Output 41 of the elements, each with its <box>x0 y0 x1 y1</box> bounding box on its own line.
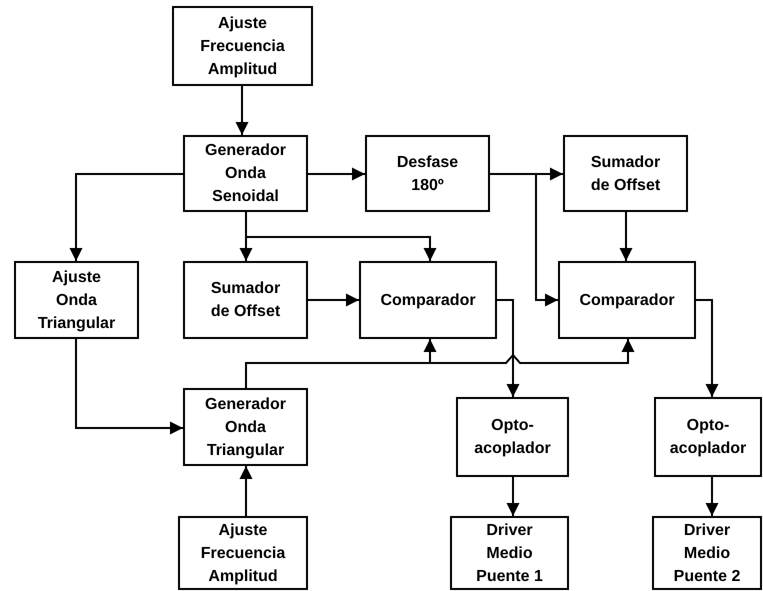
arrow <box>240 466 252 516</box>
process-box <box>654 397 762 477</box>
box-label: Comparador <box>379 290 477 310</box>
arrow <box>308 168 365 180</box>
arrow <box>696 299 718 397</box>
box-label: Ajuste Frecuencia Amplitud <box>199 14 286 80</box>
process-box <box>14 261 139 339</box>
box-label: Ajuste Frecuencia Amplitud <box>200 520 286 586</box>
arrow <box>620 212 632 261</box>
box-label: Generador Onda Senoidal <box>204 141 287 207</box>
process-box <box>456 397 569 477</box>
arrow <box>497 299 520 397</box>
arrow <box>706 477 718 516</box>
process-box <box>172 6 313 86</box>
box-label: Sumador de Offset <box>590 152 662 196</box>
arrow <box>245 212 436 261</box>
box-label: Opto-acoplador <box>473 416 552 459</box>
process-box <box>359 261 497 339</box>
arrow <box>308 294 359 306</box>
box-label: Sumador de Offset <box>210 279 282 322</box>
process-box <box>652 516 762 590</box>
box-label: Generador Onda Triangular <box>204 394 287 460</box>
box-label: Opto-acoplador <box>668 416 748 459</box>
box-label: Desfase 180º <box>396 152 460 196</box>
box-label: Driver Medio Puente 2 <box>672 520 742 586</box>
process-box <box>178 516 308 590</box>
process-box <box>183 261 308 339</box>
process-box <box>563 135 688 212</box>
box-label: Driver Medio Puente 1 <box>475 520 544 586</box>
box-label: Comparador <box>578 290 676 310</box>
arrow <box>75 339 183 434</box>
process-box <box>183 388 308 466</box>
process-box <box>183 135 308 212</box>
process-box <box>450 516 569 590</box>
process-box <box>558 261 696 339</box>
arrow <box>70 173 183 261</box>
box-label: Ajuste Onda Triangular <box>36 268 116 334</box>
arrow <box>506 477 520 516</box>
process-box <box>365 135 490 212</box>
arrow <box>236 86 248 135</box>
arrow <box>490 173 558 306</box>
